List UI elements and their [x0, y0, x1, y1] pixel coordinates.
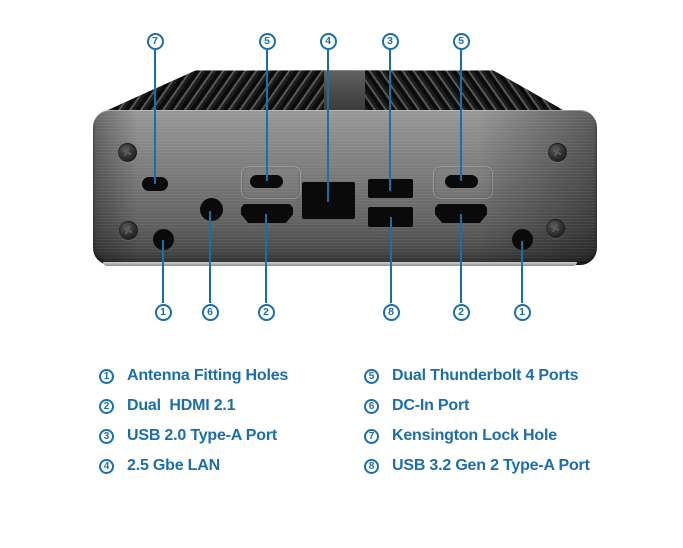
- hdmi-port-right: [435, 204, 487, 223]
- legend-label-hdmi: Dual HDMI 2.1: [127, 397, 236, 414]
- callout-line-kensington: [154, 50, 156, 184]
- heatsink-fins: [108, 70, 563, 110]
- legend-number-8: 8: [364, 458, 379, 474]
- legend-item-lan: 4 2.5 Gbe LAN: [99, 456, 220, 476]
- legend-item-thunderbolt: 5 Dual Thunderbolt 4 Ports: [364, 366, 579, 386]
- callout-badge-1-right: 1: [513, 303, 531, 321]
- legend-item-dc-in: 6 DC-In Port: [364, 396, 469, 416]
- callout-line-dc-in: [209, 211, 211, 303]
- legend-label-antenna: Antenna Fitting Holes: [127, 367, 289, 384]
- thunderbolt-port-left: [250, 174, 283, 188]
- heatsink-center-band: [324, 70, 366, 110]
- thunderbolt-plate-left: [241, 166, 301, 199]
- screw-top-right: [547, 142, 567, 162]
- callout-badge-2-left: 2: [257, 303, 275, 321]
- legend-label-kensington: Kensington Lock Hole: [392, 427, 557, 444]
- legend-item-kensington: 7 Kensington Lock Hole: [364, 426, 557, 446]
- screw-top-left: [117, 142, 137, 162]
- thunderbolt-port-right: [444, 174, 478, 188]
- callout-badge-8: 8: [382, 303, 400, 321]
- callout-badge-5-left: 5: [258, 32, 276, 50]
- kensington-lock-hole: [142, 177, 168, 191]
- callout-badge-2-right: 2: [452, 303, 470, 321]
- callout-line-antenna-right: [521, 241, 523, 303]
- callout-line-antenna-left: [162, 240, 164, 303]
- callout-badge-4: 4: [319, 32, 337, 50]
- legend-number-6: 6: [364, 398, 379, 414]
- legend-item-antenna: 1 Antenna Fitting Holes: [99, 366, 288, 386]
- legend-label-lan: 2.5 Gbe LAN: [127, 457, 220, 474]
- screw-bottom-right: [545, 218, 565, 238]
- legend-item-usb2: 3 USB 2.0 Type-A Port: [99, 426, 277, 446]
- callout-badge-3: 3: [381, 32, 399, 50]
- legend-item-hdmi: 2 Dual HDMI 2.1: [99, 396, 236, 416]
- legend-label-usb2: USB 2.0 Type-A Port: [127, 427, 278, 444]
- heatsink-fins-right: [335, 70, 563, 110]
- legend-number-4: 4: [99, 458, 114, 474]
- legend-item-usb32: 8 USB 3.2 Gen 2 Type-A Port: [364, 456, 590, 476]
- thunderbolt-plate-right: [433, 166, 493, 199]
- legend-label-dc-in: DC-In Port: [392, 397, 470, 414]
- callout-badge-1-left: 1: [154, 303, 172, 321]
- callout-line-thunderbolt-right: [460, 50, 462, 181]
- legend-label-usb32: USB 3.2 Gen 2 Type-A Port: [392, 457, 590, 474]
- legend-number-7: 7: [364, 428, 379, 444]
- heatsink-top-edge-highlight: [189, 69, 500, 71]
- legend-number-2: 2: [99, 398, 114, 414]
- legend-number-3: 3: [99, 428, 114, 444]
- callout-line-hdmi-left: [265, 214, 267, 303]
- legend-number-5: 5: [364, 368, 379, 384]
- callout-line-thunderbolt-left: [266, 50, 268, 181]
- legend-number-1: 1: [99, 368, 114, 384]
- callout-line-usb-bottom: [390, 217, 392, 303]
- callout-line-lan: [327, 50, 329, 202]
- panel-bottom-lip: [103, 262, 577, 266]
- dc-in-port: [200, 198, 223, 221]
- callout-badge-6: 6: [201, 303, 219, 321]
- callout-badge-5-right: 5: [452, 32, 470, 50]
- heatsink-fins-left: [108, 70, 336, 110]
- callout-line-usb-top: [389, 50, 391, 191]
- callout-line-hdmi-right: [460, 214, 462, 303]
- hdmi-port-left: [241, 204, 293, 223]
- antenna-hole-right: [511, 228, 533, 250]
- legend-label-thunderbolt: Dual Thunderbolt 4 Ports: [392, 367, 579, 384]
- callout-badge-7: 7: [146, 32, 164, 50]
- screw-bottom-left: [118, 220, 138, 240]
- antenna-hole-left: [152, 229, 174, 250]
